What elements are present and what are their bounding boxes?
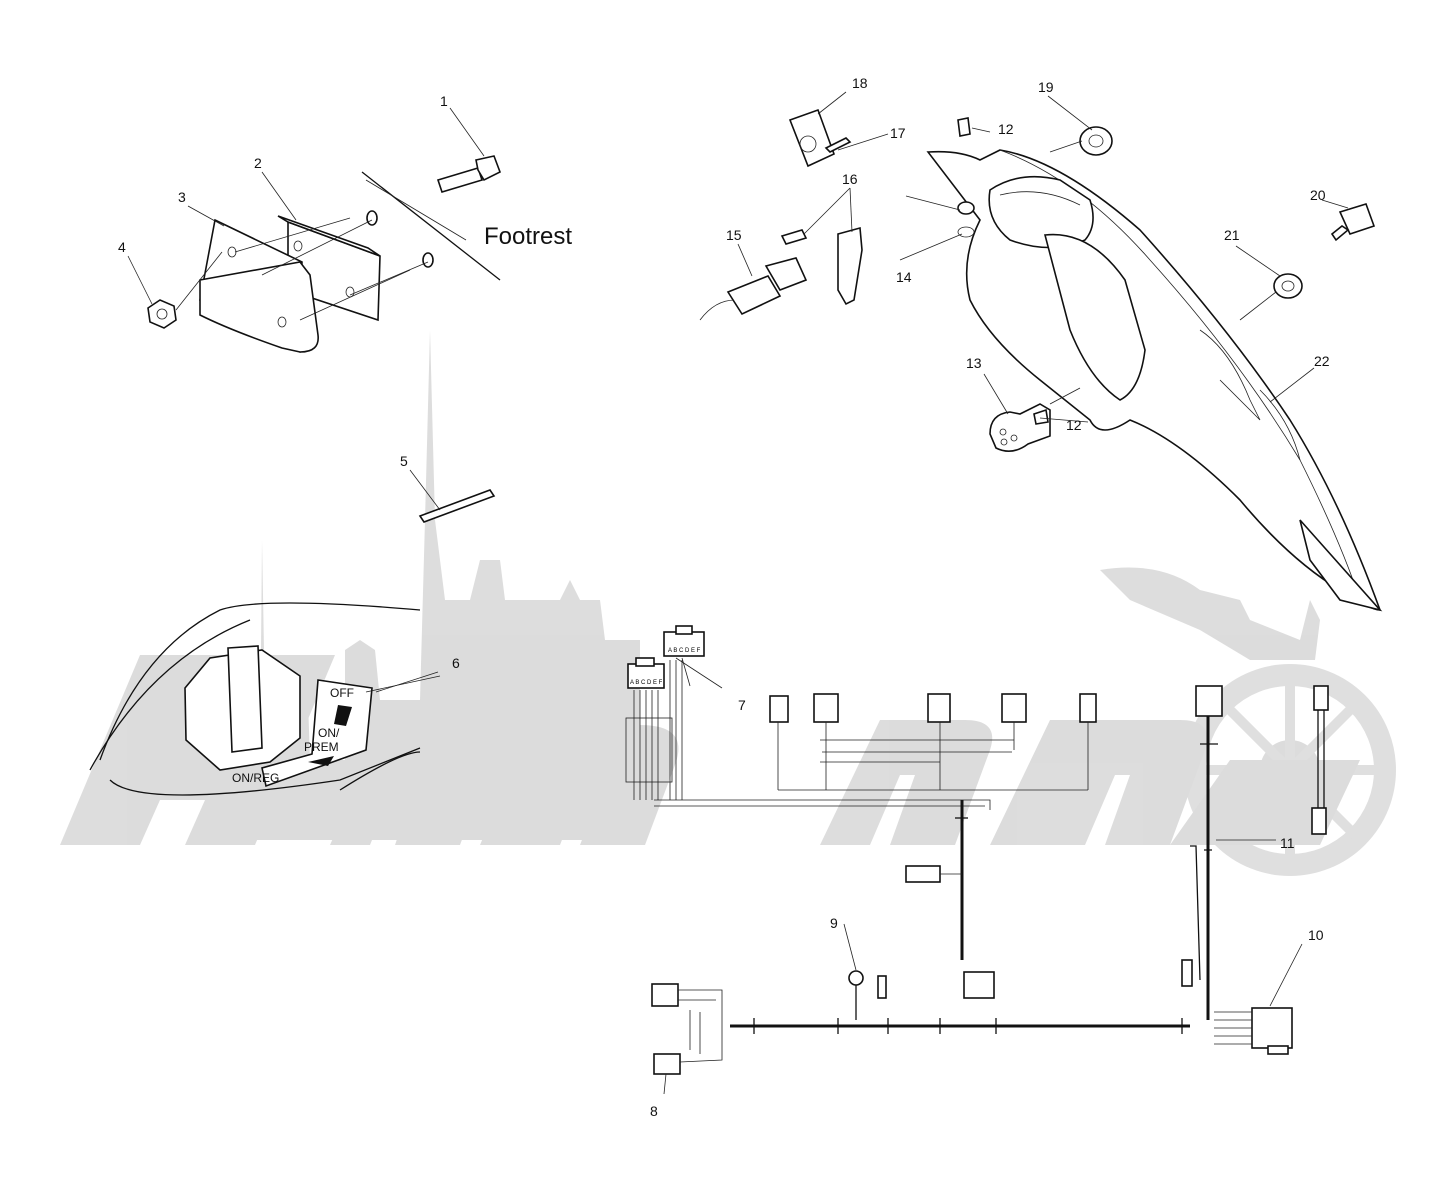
- callout-labels: 1 2 3 4 5 6 7 8 9 10 11 12 12 13 14 15 1…: [118, 75, 1330, 1119]
- callout-5: 5: [400, 453, 408, 469]
- choke-switch-panel: [89, 602, 441, 796]
- switch-label-on-reg: ON/REG: [232, 771, 279, 785]
- callout-17: 17: [890, 125, 906, 141]
- callout-2: 2: [254, 155, 262, 171]
- callout-18: 18: [852, 75, 868, 91]
- callout-8: 8: [650, 1103, 658, 1119]
- callout-20: 20: [1310, 187, 1326, 203]
- switch-label-off: OFF: [330, 686, 354, 700]
- callout-19: 19: [1038, 79, 1054, 95]
- callout-10: 10: [1308, 927, 1324, 943]
- callout-13: 13: [966, 355, 982, 371]
- callout-1: 1: [440, 93, 448, 109]
- callout-3: 3: [178, 189, 186, 205]
- footrest-label: Footrest: [484, 223, 572, 250]
- connector-letters-lower: A B C D E F: [630, 680, 663, 686]
- footrest-assembly: [147, 155, 502, 523]
- callout-22: 22: [1314, 353, 1330, 369]
- callout-12-top: 12: [998, 121, 1014, 137]
- callout-16: 16: [842, 171, 858, 187]
- callout-11: 11: [1280, 835, 1295, 851]
- switch-label-on-prem-1: ON/: [318, 726, 340, 740]
- callout-leaders: [127, 91, 1349, 1095]
- switch-label-on-prem-2: PREM: [304, 740, 339, 754]
- wiring-harness: [625, 625, 1329, 1075]
- callout-14: 14: [896, 269, 912, 285]
- callout-6: 6: [452, 655, 460, 671]
- callout-7: 7: [738, 697, 746, 713]
- callout-15: 15: [726, 227, 742, 243]
- callout-21: 21: [1224, 227, 1240, 243]
- callout-4: 4: [118, 239, 126, 255]
- connector-letters-upper: A B C D E F: [668, 648, 701, 654]
- callout-12-bottom: 12: [1066, 417, 1082, 433]
- callout-9: 9: [830, 915, 838, 931]
- key-switch-console: [699, 108, 1383, 612]
